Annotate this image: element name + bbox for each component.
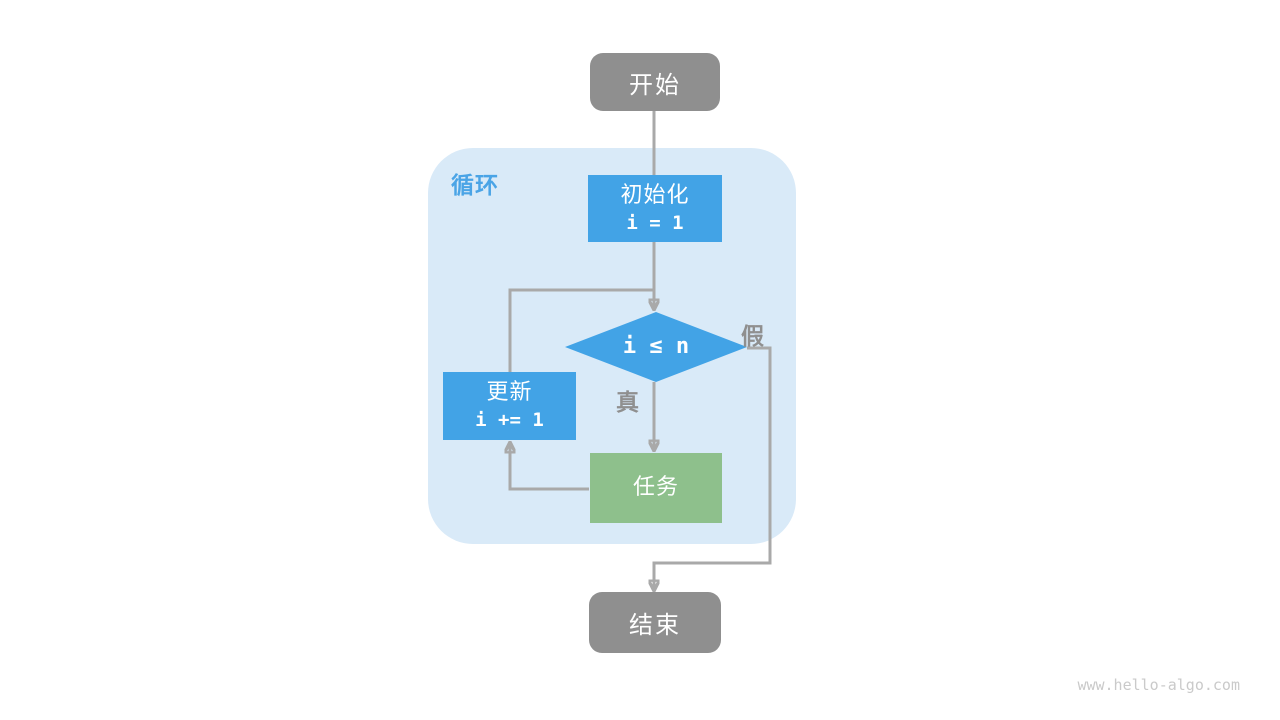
start-label: 开始 <box>629 70 681 99</box>
update-label: 更新 <box>486 380 533 406</box>
loop-label: 循环 <box>451 173 499 199</box>
init-label: 初始化 <box>620 182 690 208</box>
init-node: 初始化 i = 1 <box>588 175 722 242</box>
edge-label-false: 假 <box>741 324 764 350</box>
edge-label-true: 真 <box>616 390 639 416</box>
edge-task-update <box>510 443 589 491</box>
edge-update-condition-feedback <box>508 288 654 372</box>
update-code: i += 1 <box>475 409 544 432</box>
watermark-text: www.hello-algo.com <box>1077 676 1240 694</box>
init-code: i = 1 <box>626 211 684 234</box>
start-node: 开始 <box>590 53 720 111</box>
condition-code: i ≤ n <box>622 334 690 360</box>
edge-condition-end-false <box>654 346 772 590</box>
end-node: 结束 <box>589 592 721 653</box>
task-node: 任务 <box>590 453 722 523</box>
task-label: 任务 <box>632 475 679 501</box>
end-label: 结束 <box>629 611 681 639</box>
update-node: 更新 i += 1 <box>443 372 576 440</box>
